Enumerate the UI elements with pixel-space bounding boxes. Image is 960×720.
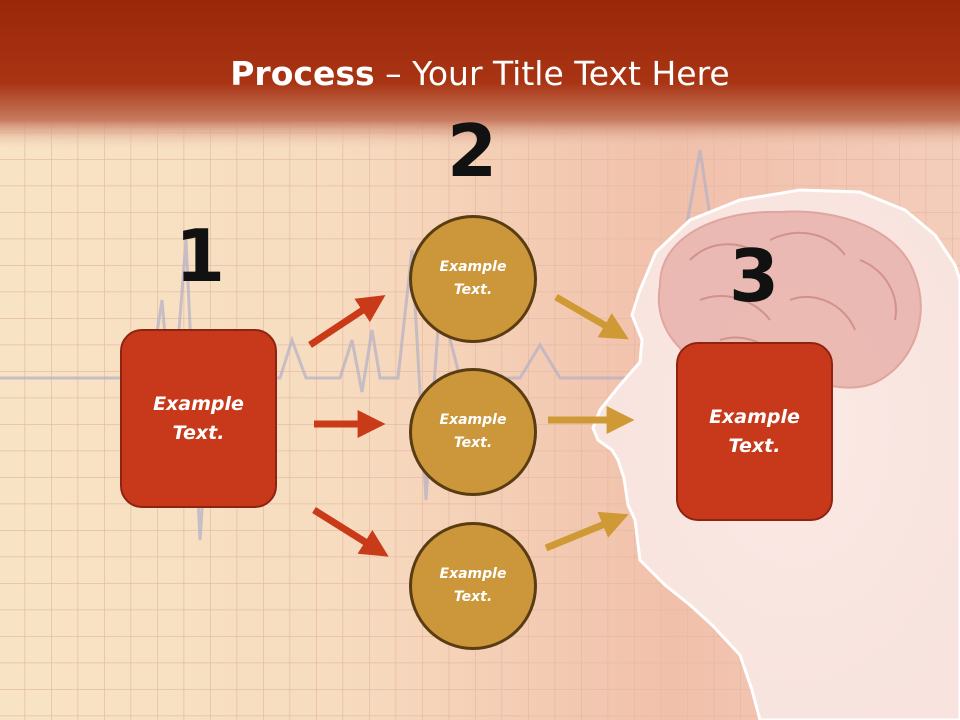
title-bold-text: Process xyxy=(230,54,375,93)
step-3-box: Example Text. xyxy=(676,342,833,521)
title-rest-text: – Your Title Text Here xyxy=(374,54,730,93)
step-2-circle-middle-text: Example Text. xyxy=(439,412,507,451)
step-2-circle-middle: Example Text. xyxy=(409,368,537,496)
step-1-number: 1 xyxy=(174,214,226,298)
step-3-number: 3 xyxy=(728,234,780,318)
step-1-text: Example Text. xyxy=(153,392,244,444)
slide-title: Process – Your Title Text Here xyxy=(0,52,960,96)
step-1-box: Example Text. xyxy=(120,329,277,508)
step-3-text: Example Text. xyxy=(709,405,800,457)
step-2-circle-top: Example Text. xyxy=(409,215,537,343)
step-2-circle-top-text: Example Text. xyxy=(439,259,507,298)
step-2-circle-bottom: Example Text. xyxy=(409,522,537,650)
step-2-circle-bottom-text: Example Text. xyxy=(439,566,507,605)
step-2-number: 2 xyxy=(446,109,498,193)
